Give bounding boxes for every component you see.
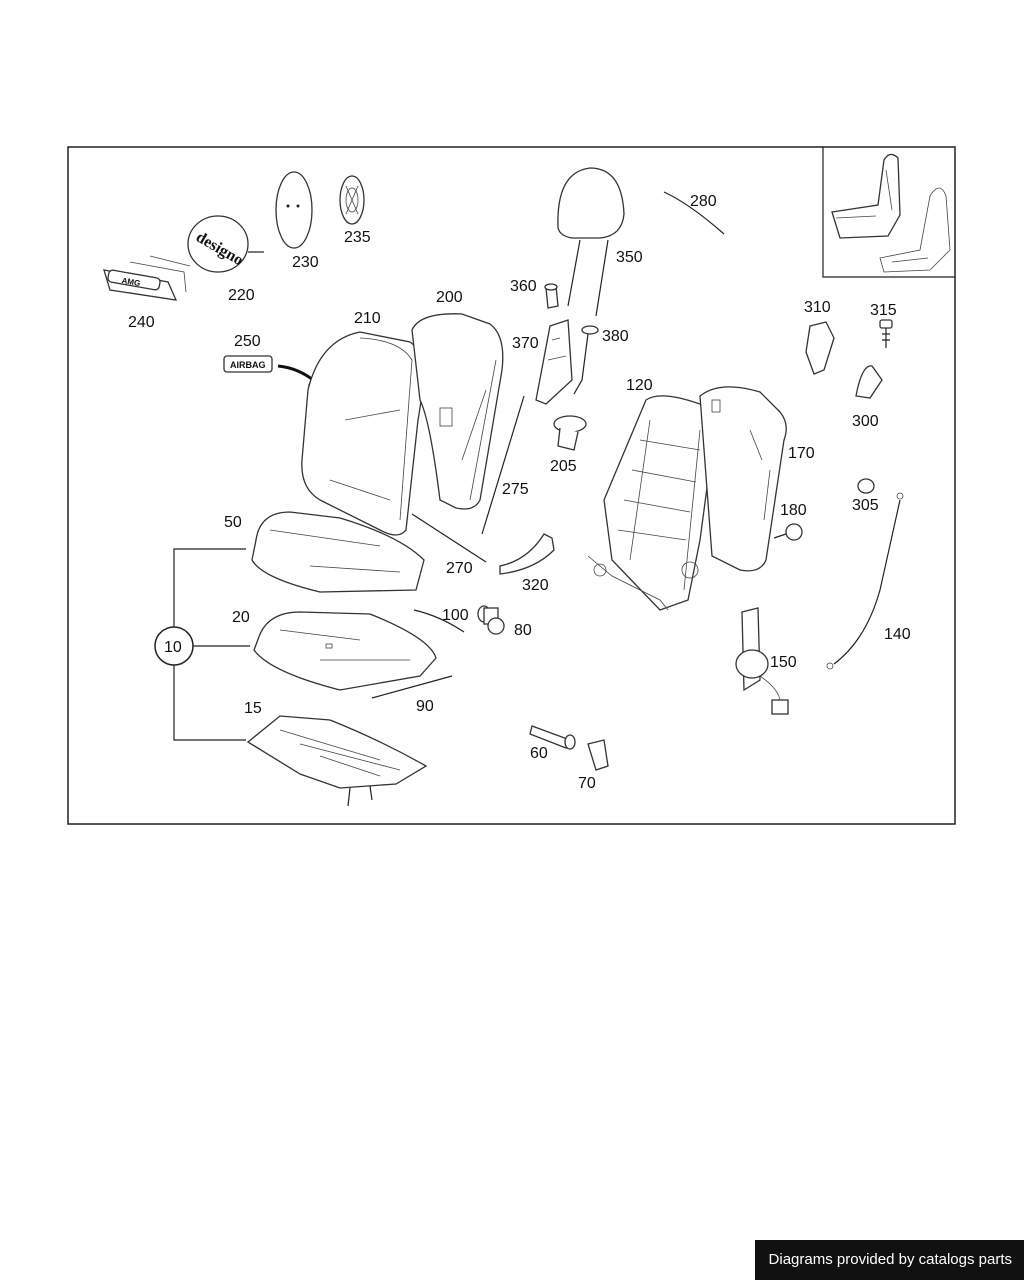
part-220-designo-badge: designo: [187, 215, 264, 273]
label-280: 280: [690, 193, 717, 210]
label-315: 315: [870, 302, 897, 319]
label-140: 140: [884, 626, 911, 643]
label-120: 120: [626, 377, 653, 394]
label-360: 360: [510, 278, 537, 295]
part-315-screw: [879, 319, 893, 348]
part-360-guide-sleeve: [544, 283, 559, 309]
label-350: 350: [616, 249, 643, 266]
part-250-airbag-label: AIRBAG: [223, 355, 322, 388]
label-90: 90: [416, 698, 434, 715]
part-300-cover: [855, 365, 883, 399]
label-300: 300: [852, 413, 879, 430]
label-15: 15: [244, 700, 262, 717]
label-380: 380: [602, 328, 629, 345]
part-305-cap: [857, 478, 875, 494]
credit-banner: Diagrams provided by catalogs parts: [754, 1240, 1024, 1280]
label-305: 305: [852, 497, 879, 514]
amg-badge-text: AMG: [121, 276, 141, 288]
part-180-screw: [773, 523, 803, 541]
part-320-bracket: [499, 533, 555, 575]
label-310: 310: [804, 299, 831, 316]
part-350-headrest: [557, 167, 625, 317]
part-50-seat-cover: [251, 511, 425, 593]
label-270: 270: [446, 560, 473, 577]
part-210-backrest-cover: [301, 331, 424, 536]
part-170-rear-panel: [699, 386, 787, 572]
label-180: 180: [780, 502, 807, 519]
part-240-badge-holder: AMG: [103, 255, 191, 301]
label-80: 80: [514, 622, 532, 639]
label-150: 150: [770, 654, 797, 671]
airbag-label-text: AIRBAG: [230, 360, 266, 370]
part-200-backrest-panel: [411, 313, 504, 510]
part-205-knob: [553, 415, 587, 451]
label-100: 100: [442, 607, 469, 624]
label-50: 50: [224, 514, 242, 531]
inset-overview: [822, 147, 955, 278]
part-70-clip: [587, 739, 609, 771]
label-275: 275: [502, 481, 529, 498]
label-20: 20: [232, 609, 250, 626]
label-370: 370: [512, 335, 539, 352]
part-120-backrest-frame: [587, 395, 717, 611]
label-235: 235: [344, 229, 371, 246]
label-200: 200: [436, 289, 463, 306]
part-370-guide: [535, 319, 573, 405]
label-320: 320: [522, 577, 549, 594]
part-380-guide: [573, 325, 599, 395]
part-270-wire: [411, 513, 487, 563]
diagram-frame: [67, 146, 956, 825]
part-60-sleeve: [529, 725, 576, 750]
label-230: 230: [292, 254, 319, 271]
label-70: 70: [578, 775, 596, 792]
part-280-wire: [663, 191, 725, 235]
label-240: 240: [128, 314, 155, 331]
label-10: 10: [164, 639, 182, 656]
label-205: 205: [550, 458, 577, 475]
part-230-disc: [275, 171, 313, 249]
part-20-seat-cushion: [253, 611, 437, 691]
part-80-bolt: [477, 605, 505, 635]
part-235-cap: [339, 175, 365, 225]
label-170: 170: [788, 445, 815, 462]
label-60: 60: [530, 745, 548, 762]
part-100-wire: [413, 609, 465, 633]
part-90-rod: [371, 675, 453, 699]
label-250: 250: [234, 333, 261, 350]
part-275-rod: [481, 395, 525, 535]
part-310-trim: [805, 321, 835, 375]
part-140-cable: [826, 492, 904, 670]
part-15-seat-frame: [246, 715, 428, 807]
part-150-motor: [735, 607, 789, 715]
label-210: 210: [354, 310, 381, 327]
label-220: 220: [228, 287, 255, 304]
part-10-assembly: [154, 548, 250, 741]
